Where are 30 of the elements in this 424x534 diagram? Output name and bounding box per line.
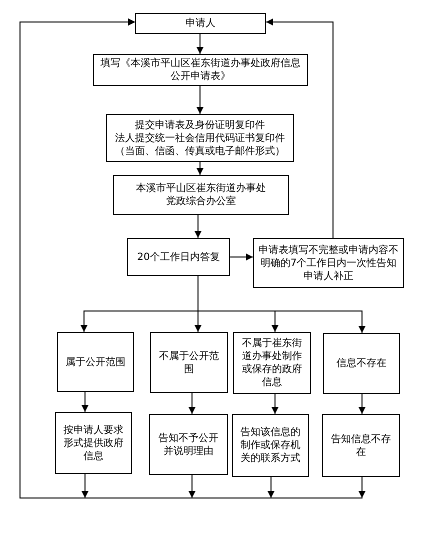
box-text: 属于公开范围: [66, 356, 126, 368]
box-text: 告知信息不存在: [330, 432, 392, 458]
box-text: 按申请人要求形式提供政府信息: [62, 424, 124, 462]
process-box: [149, 414, 228, 475]
process-box: [93, 54, 308, 86]
process-box: [135, 13, 266, 34]
process-box: [233, 332, 311, 394]
box-text: 告知不予公开并说明理由: [158, 432, 220, 458]
process-box: [106, 114, 294, 162]
box-text: 不属于崔东街道办事处制作或保存的政府信息: [241, 337, 303, 389]
box-text: 不属于公开范围: [158, 350, 220, 376]
box-text: 法人提交统一社会信用代码证书复印件: [115, 132, 285, 144]
process-box: [127, 238, 230, 276]
process-box: [150, 332, 228, 393]
box-text: 申请表填写不完整或申请内容不明确的7个工作日内一次性告知申请人补正: [258, 244, 399, 282]
box-text: 信息不存在: [336, 357, 386, 370]
process-box: [232, 414, 309, 477]
box-text: 告知该信息的制作或保存机关的联系方式: [240, 426, 302, 465]
box-text: 提交申请表及身份证明复印件: [135, 118, 265, 132]
process-box: [57, 332, 134, 392]
box-text: 填写《本溪市平山区崔东街道办事处政府信息公开申请表》: [100, 57, 302, 83]
process-box: [55, 412, 132, 474]
box-text: 20个工作日内答复: [137, 250, 220, 264]
process-box: [113, 175, 289, 215]
process-box: [323, 333, 400, 394]
box-text: 申请人: [186, 17, 216, 30]
process-box: [253, 238, 404, 288]
process-box: [322, 414, 400, 477]
box-text: （当面、信函、传真或电子邮件形式）: [115, 144, 285, 158]
box-text: 本溪市平山区崔东街道办事处党政综合办公室: [135, 182, 267, 208]
